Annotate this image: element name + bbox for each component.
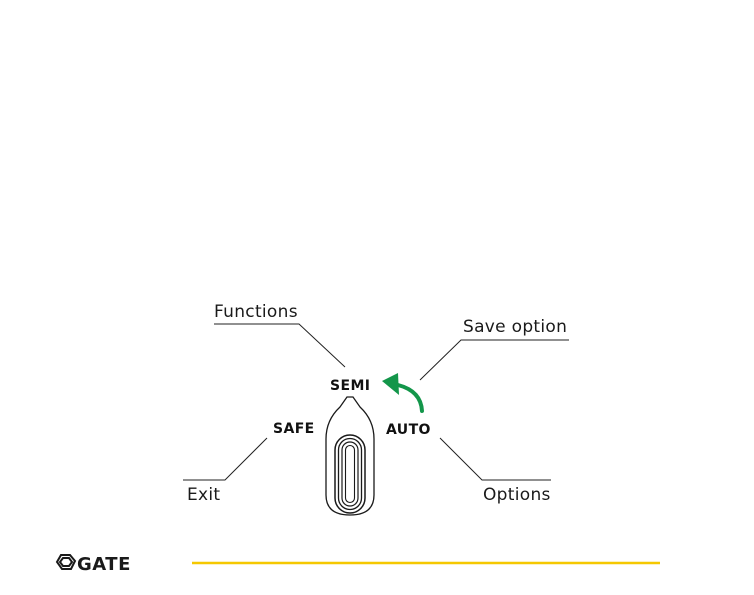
- curved-arrow-icon: [382, 373, 422, 411]
- gate-logo-text: GATE: [77, 554, 131, 575]
- gate-logo: GATE: [57, 554, 131, 575]
- exit-label: Exit: [187, 485, 220, 505]
- functions-leader-line: [214, 324, 345, 367]
- exit-leader-line: [183, 438, 267, 480]
- selector-switch-body: [326, 397, 374, 515]
- safe-mode-label: SAFE: [273, 421, 315, 437]
- save-option-leader-line: [420, 340, 569, 380]
- save-option-label: Save option: [463, 317, 567, 337]
- auto-mode-label: AUTO: [386, 422, 431, 438]
- options-leader-line: [440, 438, 551, 480]
- functions-label: Functions: [214, 302, 298, 322]
- gate-logo-icon: [57, 555, 75, 569]
- semi-mode-label: SEMI: [330, 378, 370, 394]
- options-label: Options: [483, 485, 551, 505]
